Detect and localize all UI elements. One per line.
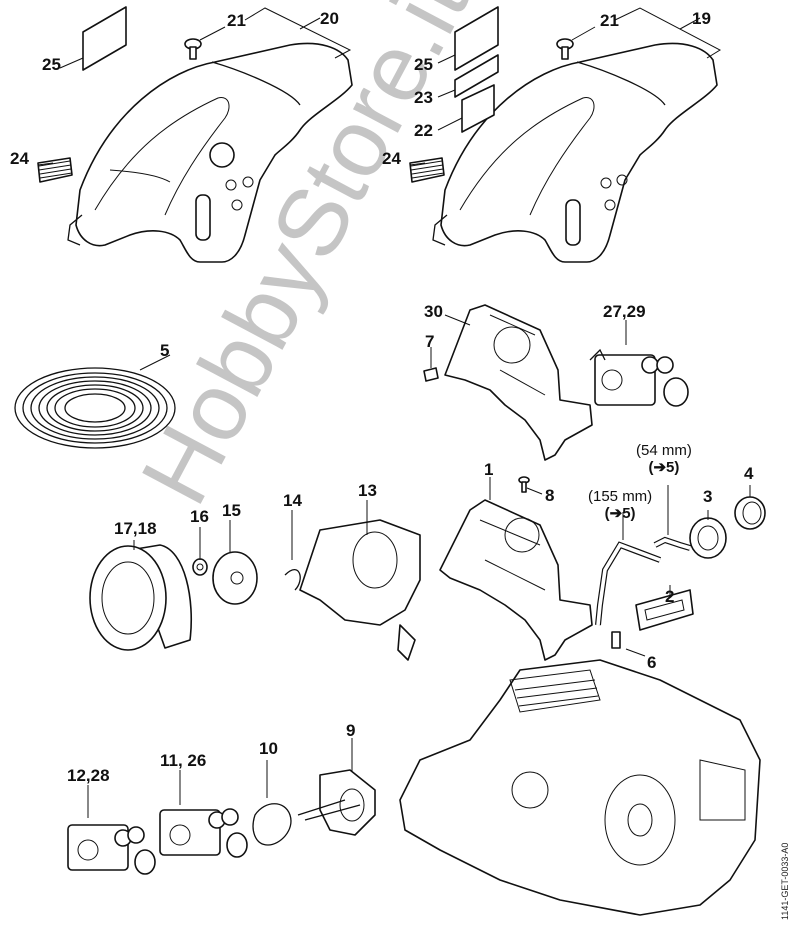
callout-4: 4	[744, 464, 754, 483]
callout-25: 25	[42, 55, 61, 74]
hose-54mm-inner	[654, 538, 691, 550]
callout-22: 22	[414, 121, 433, 140]
label-sticker-25-left	[82, 6, 127, 71]
callout-24: 24	[10, 149, 29, 168]
label-sticker-25-right	[454, 6, 499, 71]
callout-30: 30	[424, 302, 443, 321]
callout-20: 20	[320, 9, 339, 28]
callout-21: 21	[227, 11, 246, 30]
callout-16: 16	[190, 507, 209, 526]
valve-6	[611, 631, 621, 649]
hose-length-155mm: (155 mm) (➔5)	[588, 488, 653, 523]
spring-14	[284, 568, 301, 591]
callout-21: 21	[600, 11, 619, 30]
callout-9: 9	[346, 721, 356, 740]
hose-155mm-inner	[596, 542, 661, 626]
callout-19: 19	[692, 9, 711, 28]
label-grid-24-right	[409, 157, 445, 183]
cap-4	[734, 496, 766, 530]
callout-8: 8	[545, 486, 555, 505]
callout-2: 2	[665, 587, 675, 606]
intake-9	[297, 769, 376, 836]
callout-7: 7	[425, 332, 435, 351]
label-sticker-23	[454, 54, 499, 98]
callout-12-28: 12,28	[67, 766, 110, 785]
gasket-2	[635, 589, 694, 631]
part-1-housing	[439, 499, 593, 661]
hose-ref: 5	[666, 459, 675, 477]
label-grid-24-left	[37, 157, 73, 183]
clip-7	[423, 367, 439, 382]
part-3	[689, 517, 727, 559]
callout-14: 14	[283, 491, 302, 510]
rewind-spring-5	[14, 367, 176, 449]
leader-lines	[37, 7, 751, 818]
callout-5: 5	[160, 341, 170, 360]
callout-10: 10	[259, 739, 278, 758]
shroud-20	[67, 42, 353, 263]
callout-13: 13	[358, 481, 377, 500]
part-30-housing	[444, 304, 593, 461]
carburetor-11-26	[159, 808, 248, 858]
hose-ref: 5	[622, 505, 631, 523]
hose-length-value: (155 mm)	[588, 488, 653, 505]
starter-housing-13	[299, 519, 421, 661]
callout-25: 25	[414, 55, 433, 74]
carburetor-12-28	[67, 824, 156, 875]
pawl-carrier-15	[212, 551, 258, 605]
callout-15: 15	[222, 501, 241, 520]
gasket-10	[252, 803, 292, 846]
callout-23: 23	[414, 88, 433, 107]
callout-1: 1	[484, 460, 494, 479]
callout-17-18: 17,18	[114, 519, 157, 538]
callout-11-26: 11, 26	[160, 751, 207, 770]
callout-3: 3	[703, 487, 713, 506]
callout-6: 6	[647, 653, 657, 672]
callout-24: 24	[382, 149, 401, 168]
screw-8	[518, 476, 530, 493]
arrow-right-icon: ➔	[609, 505, 623, 523]
callout-27-29: 27,29	[603, 302, 646, 321]
arrow-right-icon: ➔	[653, 459, 667, 477]
fan-cup-17-18	[89, 544, 193, 651]
carburetor-27-29	[589, 348, 689, 407]
engine-crankcase	[399, 659, 761, 916]
screw-21-right	[556, 38, 574, 60]
hose-length-54mm: (54 mm) (➔5)	[636, 442, 692, 477]
label-sticker-22	[461, 84, 495, 133]
nut-16	[192, 558, 208, 576]
hose-length-value: (54 mm)	[636, 442, 692, 459]
shroud-19	[432, 42, 718, 263]
screw-21-left	[184, 38, 202, 60]
document-id: 1141-GET-0033-A0	[780, 842, 790, 920]
